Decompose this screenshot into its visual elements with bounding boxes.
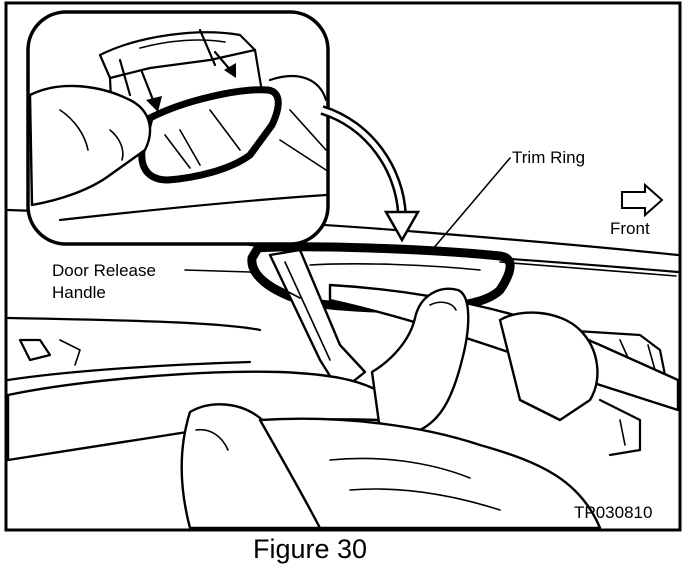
- figure-code: TP030810: [574, 503, 652, 522]
- door-release-label-line2: Handle: [52, 283, 106, 302]
- front-arrow-icon: [621, 182, 664, 218]
- hands: [6, 287, 602, 530]
- front-label: Front: [610, 219, 650, 238]
- callout-arrow: [320, 105, 421, 243]
- figure-caption: Figure 30: [253, 534, 367, 564]
- door-release-leader: [184, 269, 301, 299]
- inset-detail: [26, 10, 330, 246]
- door-release-label-line1: Door Release: [52, 261, 156, 280]
- trim-ring-label: Trim Ring: [512, 148, 585, 167]
- trim-ring-leader: [431, 157, 511, 251]
